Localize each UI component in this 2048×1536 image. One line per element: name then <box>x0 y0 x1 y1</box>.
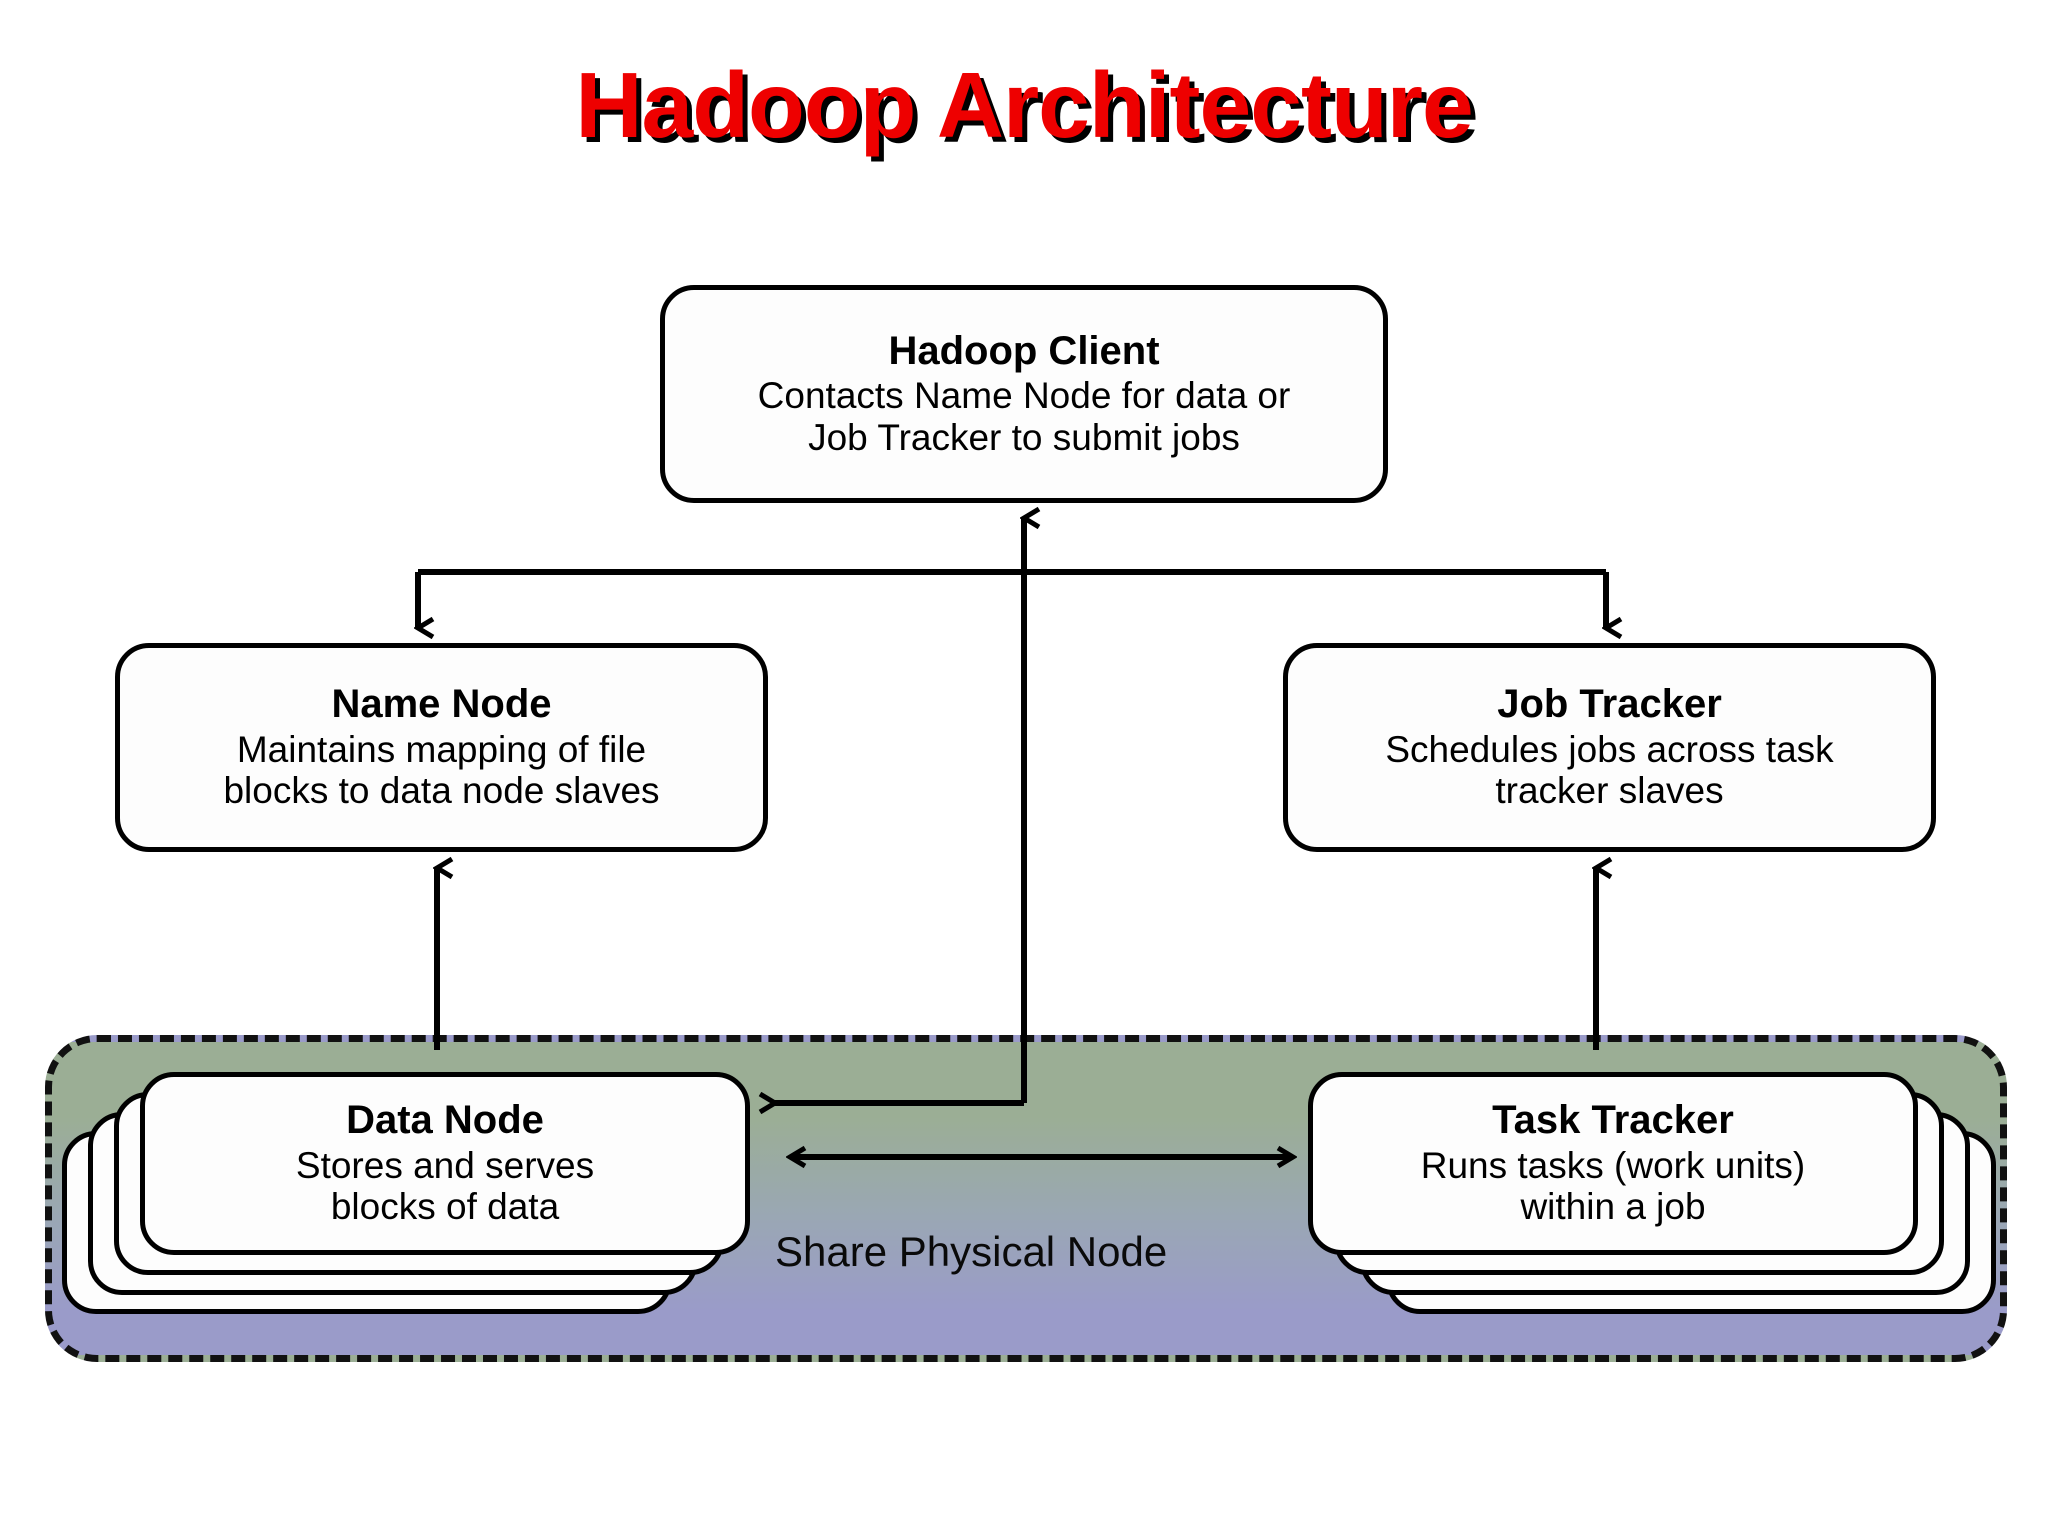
connector-client-to-workers <box>418 569 1606 628</box>
node-hadoop-client-desc: Contacts Name Node for data or Job Track… <box>757 375 1291 458</box>
node-task-tracker-desc: Runs tasks (work units) within a job <box>1420 1144 1806 1228</box>
node-name-node-title: Name Node <box>331 682 552 727</box>
node-data-node-stack[interactable]: Data Node Stores and serves blocks of da… <box>62 1072 820 1342</box>
page-title: Hadoop Architecture <box>575 53 1473 157</box>
node-hadoop-client[interactable]: Hadoop Client Contacts Name Node for dat… <box>660 285 1388 503</box>
node-data-node[interactable]: Data Node Stores and serves blocks of da… <box>140 1072 750 1255</box>
node-name-node-desc: Maintains mapping of file blocks to data… <box>223 728 660 812</box>
node-data-node-desc: Stores and serves blocks of data <box>295 1144 595 1228</box>
node-task-tracker-stack[interactable]: Task Tracker Runs tasks (work units) wit… <box>1308 1072 2008 1342</box>
node-hadoop-client-title: Hadoop Client <box>888 328 1160 373</box>
node-name-node[interactable]: Name Node Maintains mapping of file bloc… <box>115 643 768 852</box>
node-data-node-title: Data Node <box>346 1098 544 1143</box>
share-physical-node-label: Share Physical Node <box>775 1228 1168 1275</box>
node-task-tracker[interactable]: Task Tracker Runs tasks (work units) wit… <box>1308 1072 1918 1255</box>
node-job-tracker-desc: Schedules jobs across task tracker slave… <box>1385 728 1834 812</box>
node-job-tracker[interactable]: Job Tracker Schedules jobs across task t… <box>1283 643 1936 852</box>
node-job-tracker-title: Job Tracker <box>1497 682 1722 727</box>
node-task-tracker-title: Task Tracker <box>1492 1098 1734 1143</box>
connector-data-node-to-client <box>775 518 1024 1103</box>
